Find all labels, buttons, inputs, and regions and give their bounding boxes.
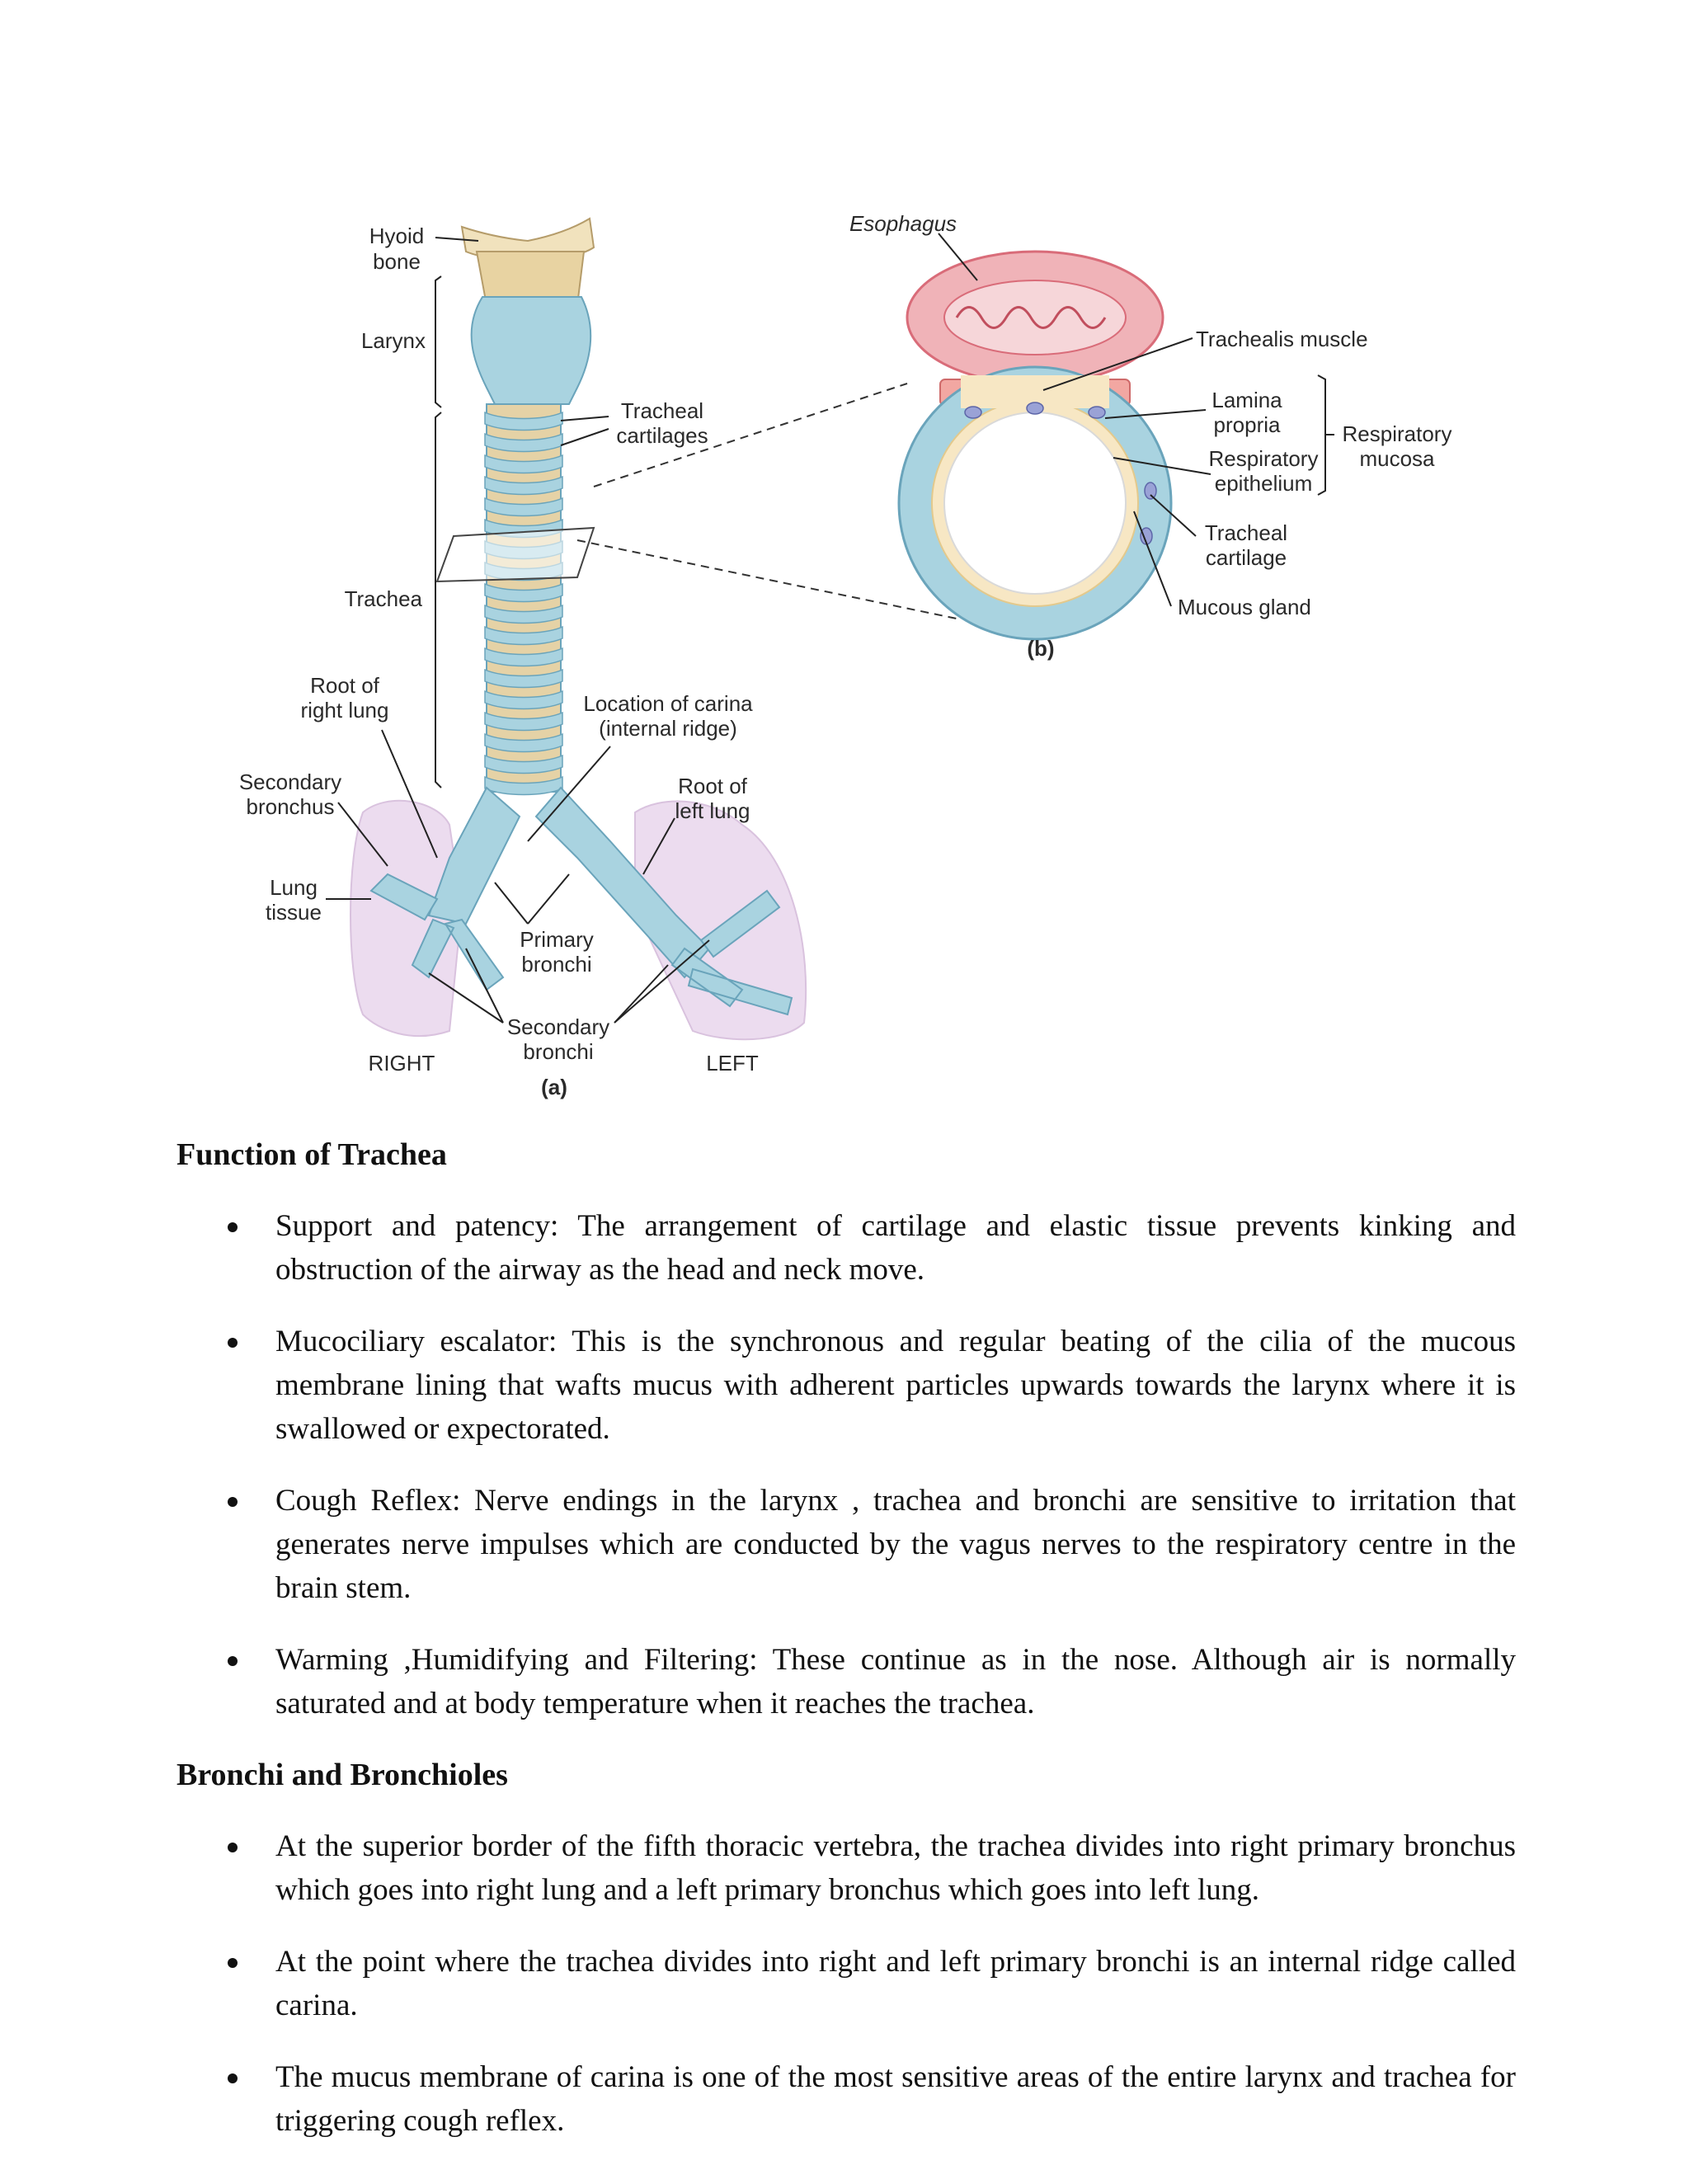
label-tracheal-cartilages-1: Tracheal — [621, 398, 703, 423]
list-item: Mucociliary escalator: This is the synch… — [228, 1320, 1516, 1451]
panel-b-cross-section: Esophagus Trachealis muscle Lamina propr… — [849, 211, 1452, 661]
trachea-anatomy-figure: Hyoid bone Larynx Trachea Tracheal carti… — [239, 211, 1452, 1099]
tracheal-ring — [484, 754, 563, 774]
label-left: LEFT — [706, 1051, 759, 1076]
tracheal-ring — [484, 668, 563, 689]
label-respiratory-epithelium-1: Respiratory — [1209, 446, 1319, 471]
list-item: Support and patency: The arrangement of … — [228, 1204, 1516, 1292]
label-secondary-bronchus-1: Secondary — [239, 770, 341, 794]
label-secondary-bronchus-2: bronchus — [247, 794, 335, 819]
left-lung-tissue — [634, 800, 807, 1041]
list-item: At the superior border of the fifth thor… — [228, 1824, 1516, 1912]
cross-section-plane — [435, 526, 595, 583]
label-trachealis-muscle: Trachealis muscle — [1196, 327, 1368, 351]
tracheal-ring — [484, 497, 563, 517]
label-lamina-propria-1: Lamina — [1211, 388, 1282, 412]
label-respiratory-mucosa-2: mucosa — [1359, 446, 1435, 471]
label-lamina-propria-2: propria — [1214, 412, 1281, 437]
esophagus-lumen — [943, 280, 1127, 355]
bronchi-and-bronchioles-list: At the superior border of the fifth thor… — [0, 1824, 1689, 2171]
label-primary-bronchi-1: Primary — [520, 927, 594, 952]
label-location-carina-2: (internal ridge) — [599, 716, 737, 741]
tracheal-ring — [484, 625, 563, 646]
section-heading-bronchi-and-bronchioles: Bronchi and Bronchioles — [176, 1758, 508, 1792]
label-tracheal-cartilage-1: Tracheal — [1205, 520, 1287, 545]
function-of-trachea-list: Support and patency: The arrangement of … — [0, 1204, 1689, 1753]
panel-a-caption: (a) — [541, 1075, 567, 1099]
label-hyoid-bone-1: Hyoid — [369, 224, 424, 248]
panel-b-caption: (b) — [1027, 636, 1054, 661]
tracheal-ring — [484, 411, 563, 431]
label-root-right-lung-1: Root of — [310, 673, 380, 698]
label-larynx: Larynx — [361, 328, 426, 353]
label-lung-tissue-2: tissue — [266, 900, 322, 925]
label-esophagus: Esophagus — [849, 211, 957, 236]
tracheal-ring — [484, 690, 563, 710]
right-primary-bronchus — [427, 786, 521, 925]
label-respiratory-epithelium-2: epithelium — [1215, 471, 1313, 496]
list-item: The mucus membrane of carina is one of t… — [228, 2055, 1516, 2143]
label-location-carina-1: Location of carina — [583, 691, 753, 716]
list-item: At the point where the trachea divides i… — [228, 1940, 1516, 2027]
right-secondary-bronchi — [369, 873, 505, 991]
tracheal-ring — [484, 711, 563, 732]
list-item: Warming ,Humidifying and Filtering: Thes… — [228, 1638, 1516, 1725]
left-secondary-bronchi — [670, 889, 793, 1016]
label-root-left-lung-2: left lung — [675, 798, 750, 823]
list-item: Cough Reflex: Nerve endings in the laryn… — [228, 1479, 1516, 1610]
left-primary-bronchus — [534, 786, 711, 979]
label-lung-tissue-1: Lung — [270, 875, 318, 900]
label-tracheal-cartilage-2: cartilage — [1206, 545, 1287, 570]
label-trachea: Trachea — [345, 586, 423, 611]
label-secondary-bronchi-2: bronchi — [523, 1039, 593, 1064]
label-hyoid-bone-2: bone — [373, 249, 421, 274]
label-mucous-gland: Mucous gland — [1178, 595, 1311, 619]
panel-a-trachea-illustration: Hyoid bone Larynx Trachea Tracheal carti… — [239, 217, 957, 1099]
label-primary-bronchi-2: bronchi — [521, 952, 591, 977]
tracheal-ring — [484, 732, 563, 753]
tracheal-ring — [484, 582, 563, 603]
mucous-glands — [964, 402, 1157, 545]
tracheal-ring — [484, 647, 563, 667]
section-heading-function-of-trachea: Function of Trachea — [176, 1137, 447, 1172]
label-secondary-bronchi-1: Secondary — [507, 1014, 609, 1039]
tracheal-ring — [484, 475, 563, 496]
label-right: RIGHT — [369, 1051, 435, 1076]
esophagus-folds — [955, 306, 1107, 329]
tracheal-ring — [484, 604, 563, 624]
label-respiratory-mucosa-1: Respiratory — [1343, 421, 1452, 446]
label-root-right-lung-2: right lung — [301, 698, 389, 723]
tracheal-ring — [484, 454, 563, 474]
label-tracheal-cartilages-2: cartilages — [616, 423, 708, 448]
label-root-left-lung-1: Root of — [678, 774, 748, 798]
